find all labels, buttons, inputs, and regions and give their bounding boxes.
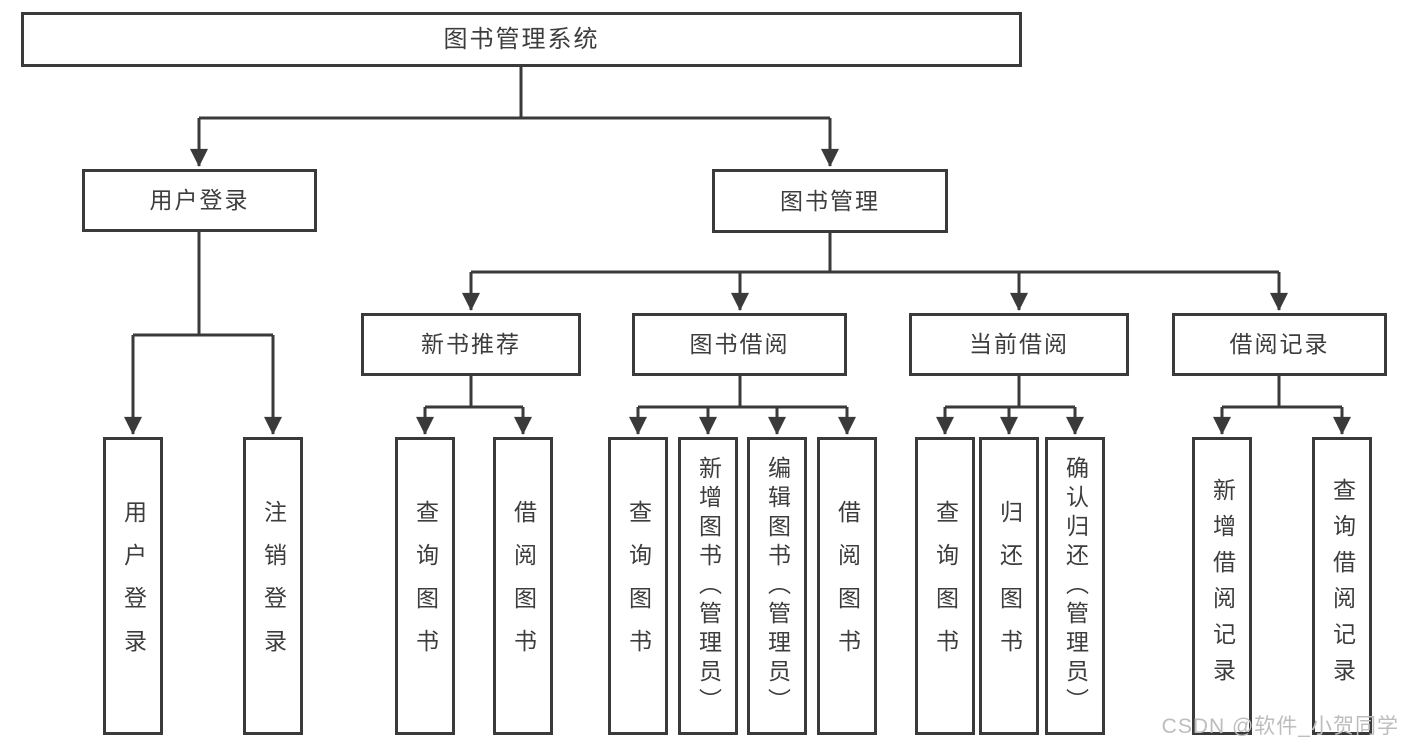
node-book-management: 图书管理 — [712, 169, 948, 233]
connector-current-borrow-bus — [945, 376, 1075, 409]
leaf-user-login: 用户登录 — [103, 437, 163, 735]
node-current-borrow: 当前借阅 — [909, 313, 1129, 376]
leaf-current-confirm-return-admin: 确认归还（管理员） — [1045, 437, 1105, 735]
connector-borrow-records-bus — [1222, 376, 1342, 409]
node-root-system: 图书管理系统 — [21, 12, 1022, 67]
leaf-logout: 注销登录 — [243, 437, 303, 735]
csdn-watermark: CSDN @软件_小贺同学 — [1161, 715, 1399, 738]
leaf-records-query-record: 查询借阅记录 — [1312, 437, 1372, 735]
leaf-borrow-add-books-admin: 新增图书（管理员） — [678, 437, 738, 735]
connector-book-borrow-bus — [638, 376, 847, 409]
leaf-records-add-record: 新增借阅记录 — [1192, 437, 1252, 735]
node-new-book-recommend: 新书推荐 — [361, 313, 581, 376]
leaf-borrow-edit-books-admin: 编辑图书（管理员） — [747, 437, 807, 735]
leaf-newrec-borrow-books: 借阅图书 — [493, 437, 553, 735]
node-borrow-records: 借阅记录 — [1172, 313, 1387, 376]
connector-book-management-bus — [471, 233, 1279, 274]
node-user-login: 用户登录 — [82, 169, 317, 232]
leaf-borrow-query-books: 查询图书 — [608, 437, 668, 735]
connector-new-book-rec-bus — [425, 376, 523, 409]
leaf-current-return-books: 归还图书 — [979, 437, 1039, 735]
leaf-borrow-borrow-books: 借阅图书 — [817, 437, 877, 735]
leaf-newrec-query-books: 查询图书 — [395, 437, 455, 735]
node-book-borrow: 图书借阅 — [632, 313, 847, 376]
connector-user-login-bus — [133, 232, 273, 337]
leaf-current-query-books: 查询图书 — [915, 437, 975, 735]
connector-root-bus — [199, 67, 830, 120]
